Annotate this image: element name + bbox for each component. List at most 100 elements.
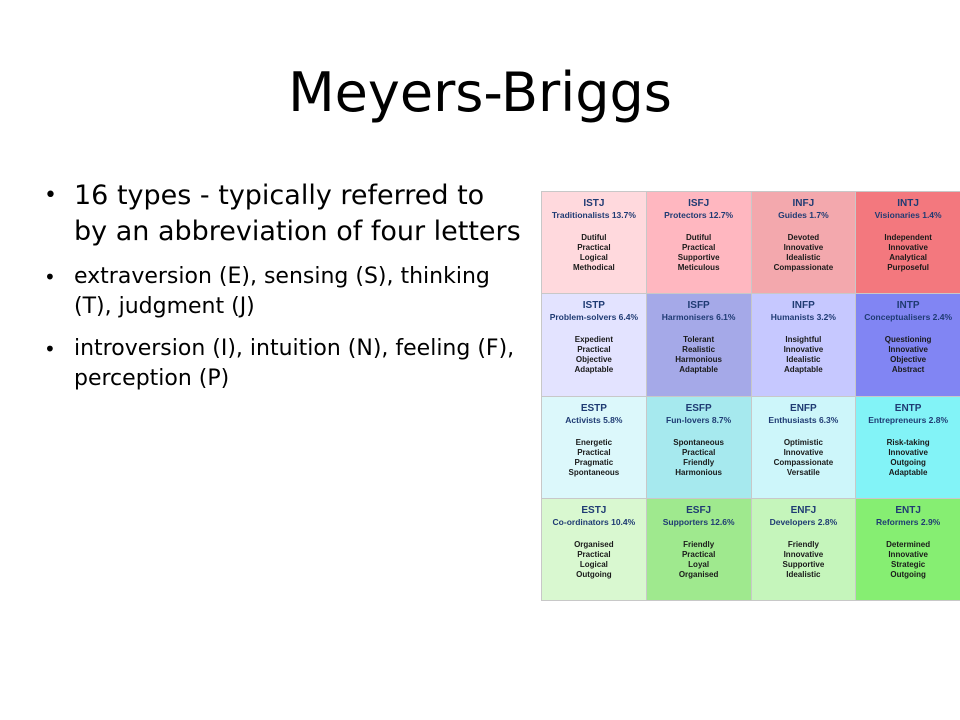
type-role: Humanists 3.2% [770,312,836,323]
type-trait: Dutiful [581,233,607,242]
type-role: Co-ordinators 10.4% [552,516,636,527]
type-trait: Objective [890,355,927,365]
type-trait: Practical [681,447,716,457]
type-trait: Innovative [888,549,928,559]
type-code: ESFP [685,402,712,414]
type-trait: Friendly [787,539,819,549]
type-code: ESTP [580,402,607,414]
bullet-list: 16 types - typically referred to by an a… [44,178,524,394]
type-trait: Determined [886,539,931,549]
type-trait: Insightful [785,335,822,345]
type-trait: Methodical [572,263,615,272]
bullet-item: 16 types - typically referred to by an a… [44,178,524,250]
type-role: Supporters 12.6% [662,516,735,527]
type-trait: Spontaneous [673,437,724,447]
type-trait: Organised [678,569,719,579]
type-code: ENFJ [790,504,817,516]
type-trait: Meticulous [677,263,720,272]
type-code: ISTJ [583,198,605,209]
type-trait: Optimistic [783,437,823,447]
type-role: Guides 1.7% [778,210,829,220]
type-trait: Practical [577,447,611,457]
type-trait: Harmonious [675,467,722,477]
type-code: ESTJ [581,504,607,516]
type-trait: Supportive [677,253,720,262]
type-trait: Adaptable [679,365,718,375]
type-code: INFJ [792,198,815,209]
type-role: Activists 5.8% [565,414,623,425]
type-trait: Abstract [891,365,925,375]
type-trait: Practical [681,549,716,559]
type-code: ESFJ [686,504,712,516]
type-code: INTJ [897,198,919,209]
type-trait: Innovative [783,345,824,355]
type-trait: Idealistic [786,253,821,262]
type-role: Conceptualisers 2.4% [864,312,953,323]
slide-title: Meyers-Briggs [288,61,672,124]
type-role: Entrepreneurs 2.8% [868,414,949,425]
type-trait: Friendly [683,539,715,549]
type-trait: Compassionate [773,263,834,272]
type-role: Enthusiasts 6.3% [768,414,839,425]
type-trait: Organised [574,539,614,549]
type-trait: Innovative [783,549,824,559]
type-code: ENFP [790,402,817,414]
type-trait: Outgoing [576,569,612,579]
type-trait: Objective [575,355,612,365]
type-trait: Purposeful [887,263,930,272]
type-trait: Analytical [889,253,928,262]
type-trait: Supportive [782,559,825,569]
type-trait: Practical [577,243,611,252]
type-code: INFP [791,300,815,312]
type-role: Fun-lovers 8.7% [666,414,732,425]
type-role: Problem-solvers 6.4% [549,312,639,323]
type-trait: Logical [579,253,608,262]
type-code: ENTJ [895,504,921,516]
type-code: ISFP [687,300,710,312]
type-trait: Dutiful [685,233,712,242]
type-trait: Strategic [891,559,926,569]
type-trait: Independent [884,233,932,242]
type-trait: Practical [577,345,611,355]
type-trait: Practical [577,549,611,559]
type-trait: Innovative [783,447,824,457]
type-role: Traditionalists 13.7% [551,210,636,220]
type-trait: Outgoing [890,457,926,467]
type-trait: Adaptable [574,365,614,375]
type-role: Protectors 12.7% [664,210,734,220]
type-trait: Adaptable [888,467,928,477]
type-trait: Devoted [787,233,820,242]
type-trait: Idealistic [786,569,821,579]
type-code: ISTP [582,300,605,312]
type-trait: Versatile [786,467,820,477]
type-trait: Outgoing [890,569,926,579]
type-code: ENTP [894,402,922,414]
type-trait: Expedient [574,335,613,345]
type-trait: Innovative [888,345,928,355]
bullet-item: introversion (I), intuition (N), feeling… [44,334,524,394]
